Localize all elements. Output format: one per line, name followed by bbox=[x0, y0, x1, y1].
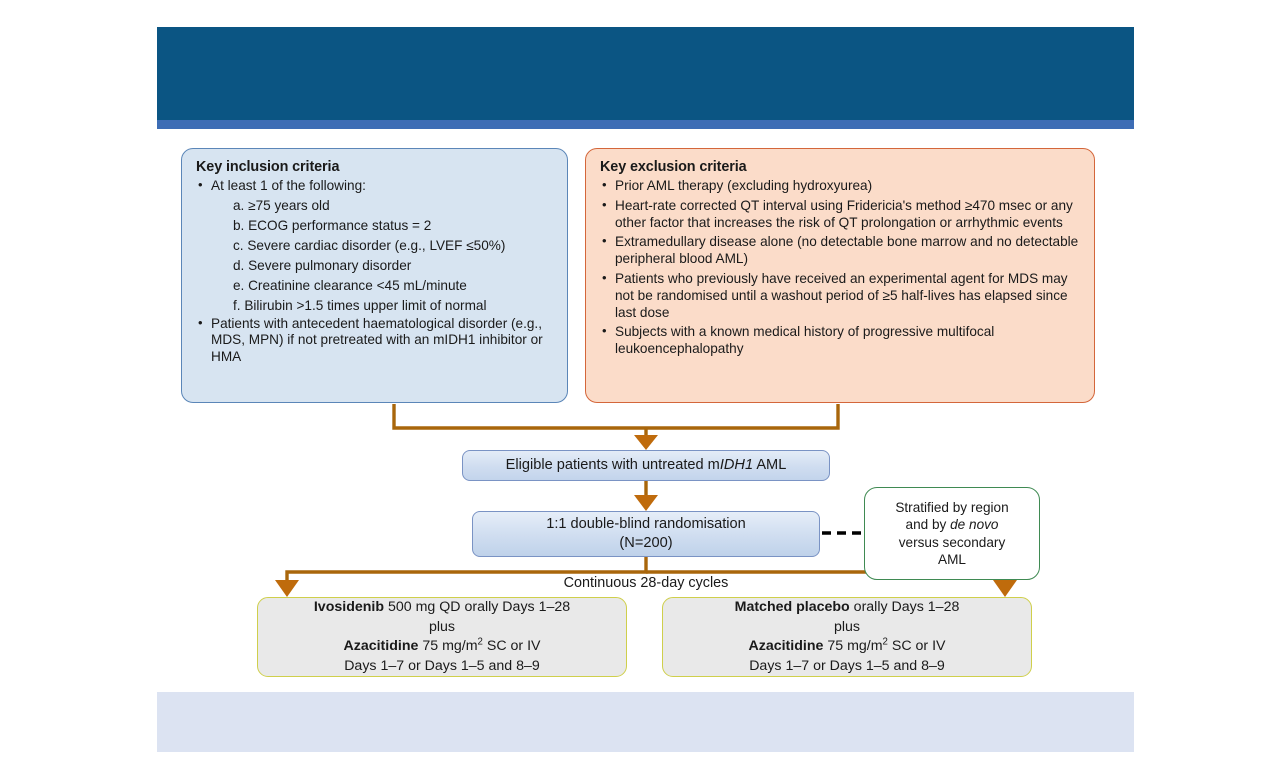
stratification-box: Stratified by region and by de novo vers… bbox=[864, 487, 1040, 580]
inclusion-title: Key inclusion criteria bbox=[196, 159, 340, 175]
criteria-merge-bracket bbox=[392, 404, 840, 430]
inclusion-sub-f: f. Bilirubin >1.5 times upper limit of n… bbox=[233, 297, 487, 313]
arrow-to-eligible bbox=[634, 435, 658, 450]
key-inclusion-criteria-box: Key inclusion criteria At least 1 of the… bbox=[181, 148, 568, 403]
arrow-to-right-arm bbox=[993, 580, 1017, 597]
slide-header-bar bbox=[157, 27, 1134, 120]
inclusion-bullet-list-2: Patients with antecedent haematological … bbox=[194, 315, 555, 366]
slide-header-accent-strip bbox=[157, 120, 1134, 129]
inclusion-bullet-list: At least 1 of the following: bbox=[194, 177, 555, 195]
inclusion-sub-b: b. ECOG performance status = 2 bbox=[233, 217, 432, 233]
exclusion-bullet-list: Prior AML therapy (excluding hydroxyurea… bbox=[598, 177, 1082, 358]
exclusion-title: Key exclusion criteria bbox=[600, 159, 747, 175]
exclusion-bullet-3: Patients who previously have received an… bbox=[598, 270, 1082, 321]
treatment-arm-right-label: Matched placebo orally Days 1–28 plus Az… bbox=[734, 599, 960, 674]
eligible-patients-box: Eligible patients with untreated mIDH1 A… bbox=[462, 450, 830, 481]
continuous-cycles-label: Continuous 28-day cycles bbox=[563, 575, 729, 591]
eligible-patients-label: Eligible patients with untreated mIDH1 A… bbox=[505, 457, 787, 473]
key-exclusion-criteria-box: Key exclusion criteria Prior AML therapy… bbox=[585, 148, 1095, 403]
stratification-label: Stratified by region and by de novo vers… bbox=[895, 499, 1009, 568]
exclusion-bullet-0: Prior AML therapy (excluding hydroxyurea… bbox=[598, 177, 1082, 195]
randomisation-box: 1:1 double-blind randomisation (N=200) bbox=[472, 511, 820, 557]
exclusion-bullet-1: Heart-rate corrected QT interval using F… bbox=[598, 197, 1082, 232]
arrow-to-left-arm bbox=[275, 580, 299, 597]
inclusion-sub-c: c. Severe cardiac disorder (e.g., LVEF ≤… bbox=[233, 237, 506, 253]
treatment-arm-placebo-box: Matched placebo orally Days 1–28 plus Az… bbox=[662, 597, 1032, 677]
exclusion-bullet-2: Extramedullary disease alone (no detecta… bbox=[598, 233, 1082, 268]
inclusion-sub-d: d. Severe pulmonary disorder bbox=[233, 257, 412, 273]
treatment-arm-left-label: Ivosidenib 500 mg QD orally Days 1–28 pl… bbox=[313, 599, 571, 674]
inclusion-sub-list: a. ≥75 years old b. ECOG performance sta… bbox=[194, 196, 555, 316]
exclusion-bullet-4: Subjects with a known medical history of… bbox=[598, 323, 1082, 358]
randomisation-label: 1:1 double-blind randomisation (N=200) bbox=[546, 516, 746, 551]
inclusion-sub-e: e. Creatinine clearance <45 mL/minute bbox=[233, 277, 467, 293]
inclusion-bullet-0: At least 1 of the following: bbox=[194, 177, 555, 195]
treatment-arm-ivosidenib-box: Ivosidenib 500 mg QD orally Days 1–28 pl… bbox=[257, 597, 627, 677]
arrow-to-randomisation bbox=[634, 495, 658, 511]
inclusion-sub-a: a. ≥75 years old bbox=[233, 197, 330, 213]
slide-footer-bar bbox=[157, 692, 1134, 752]
inclusion-bullet-1: Patients with antecedent haematological … bbox=[194, 315, 555, 366]
